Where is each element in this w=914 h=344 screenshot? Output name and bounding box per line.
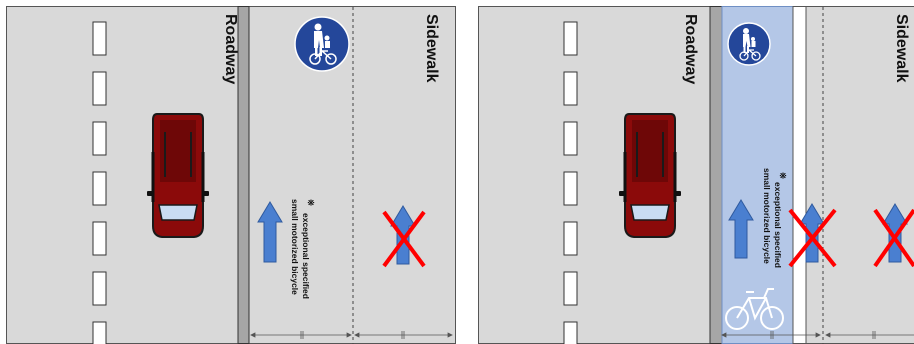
lane-dash: [564, 272, 577, 305]
lane-dash: [93, 72, 106, 105]
note-mark: ※: [306, 199, 316, 206]
lane-dash: [93, 122, 106, 155]
roadway-label: Roadway: [682, 14, 699, 84]
lane-dash: [93, 172, 106, 205]
car-icon: [147, 114, 209, 237]
pedestrian-and-bicycle-sign-icon: [728, 23, 770, 65]
note-line-2: small motorized bicycle: [762, 168, 772, 264]
car-icon: [619, 114, 681, 237]
panel-left: Roadway Sidewalk ※ exceptional specified…: [7, 7, 456, 344]
note-line-1: exceptional specified: [773, 182, 783, 268]
lane-dash: [93, 272, 106, 305]
lane-dash: [564, 22, 577, 55]
lane-dash: [93, 22, 106, 55]
roadway-label: Roadway: [222, 14, 239, 84]
lane-dash: [564, 222, 577, 255]
note-mark: ※: [778, 172, 788, 179]
curb: [710, 7, 722, 344]
lane-dash: [93, 322, 106, 344]
sidewalk-label: Sidewalk: [893, 14, 910, 83]
pedestrian-and-bicycle-sign-icon: [295, 17, 349, 71]
panel-right: Roadway Sidewalk ※ exceptional specified…: [479, 7, 914, 344]
lane-dash: [564, 72, 577, 105]
lane-dash: [564, 322, 577, 344]
note-line-1: exceptional specified: [301, 213, 311, 299]
lane-dash: [564, 122, 577, 155]
sidewalk-label: Sidewalk: [423, 14, 440, 83]
note-line-2: small motorized bicycle: [290, 199, 300, 295]
lane-separator: [793, 7, 806, 344]
lane-dash: [564, 172, 577, 205]
lane-dash: [93, 222, 106, 255]
